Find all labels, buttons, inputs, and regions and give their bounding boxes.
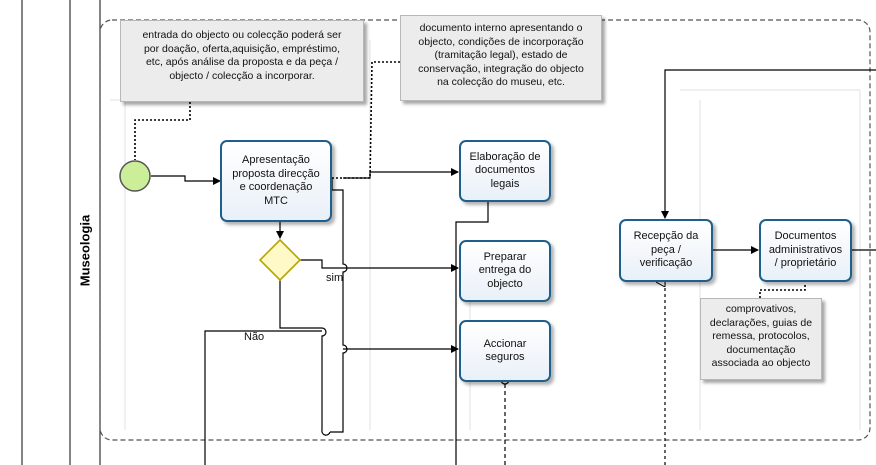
flow-incoming-to-recepcao bbox=[661, 69, 876, 219]
edge-label-sim: sim bbox=[326, 272, 344, 284]
flow-start-to-apresentacao bbox=[151, 175, 221, 185]
note-internal-document: documento interno apresentando o objecto… bbox=[400, 15, 602, 101]
flow-to-elaboracao bbox=[343, 168, 459, 179]
exclusive-gateway[interactable] bbox=[258, 238, 302, 282]
flow-nao-branch bbox=[321, 327, 331, 436]
edge-label-nao: Não bbox=[244, 331, 265, 343]
flow-nao-down bbox=[204, 330, 322, 465]
task-recepcao-peca[interactable]: Recepção da peça / verificação bbox=[619, 219, 713, 282]
flow-to-preparar bbox=[321, 264, 459, 272]
flow-gateway-down bbox=[279, 280, 322, 329]
task-accionar-seguros[interactable]: Accionar seguros bbox=[459, 320, 551, 382]
lane-label-text: Museologia bbox=[77, 214, 93, 286]
flow-bus-vertical bbox=[330, 178, 348, 433]
lane-label: Museologia bbox=[70, 160, 100, 340]
task-apresentacao-proposta[interactable]: Apresentação proposta direcção e coorden… bbox=[220, 140, 332, 222]
task-documentos-administrativos[interactable]: Documentos administrativos / proprietári… bbox=[759, 219, 852, 282]
start-event[interactable] bbox=[119, 160, 151, 192]
flow-gateway-sim bbox=[300, 259, 323, 265]
task-elaboracao-documentos[interactable]: Elaboração de documentos legais bbox=[459, 140, 551, 202]
association-internal-note bbox=[332, 61, 400, 179]
association-entry-note bbox=[134, 102, 191, 160]
note-entry: entrada do objecto ou colecção poderá se… bbox=[120, 20, 364, 102]
task-preparar-entrega[interactable]: Preparar entrega do objecto bbox=[459, 240, 551, 302]
note-proofs: comprovativos, declarações, guias de rem… bbox=[700, 298, 822, 380]
flow-elaboracao-down bbox=[455, 200, 489, 465]
